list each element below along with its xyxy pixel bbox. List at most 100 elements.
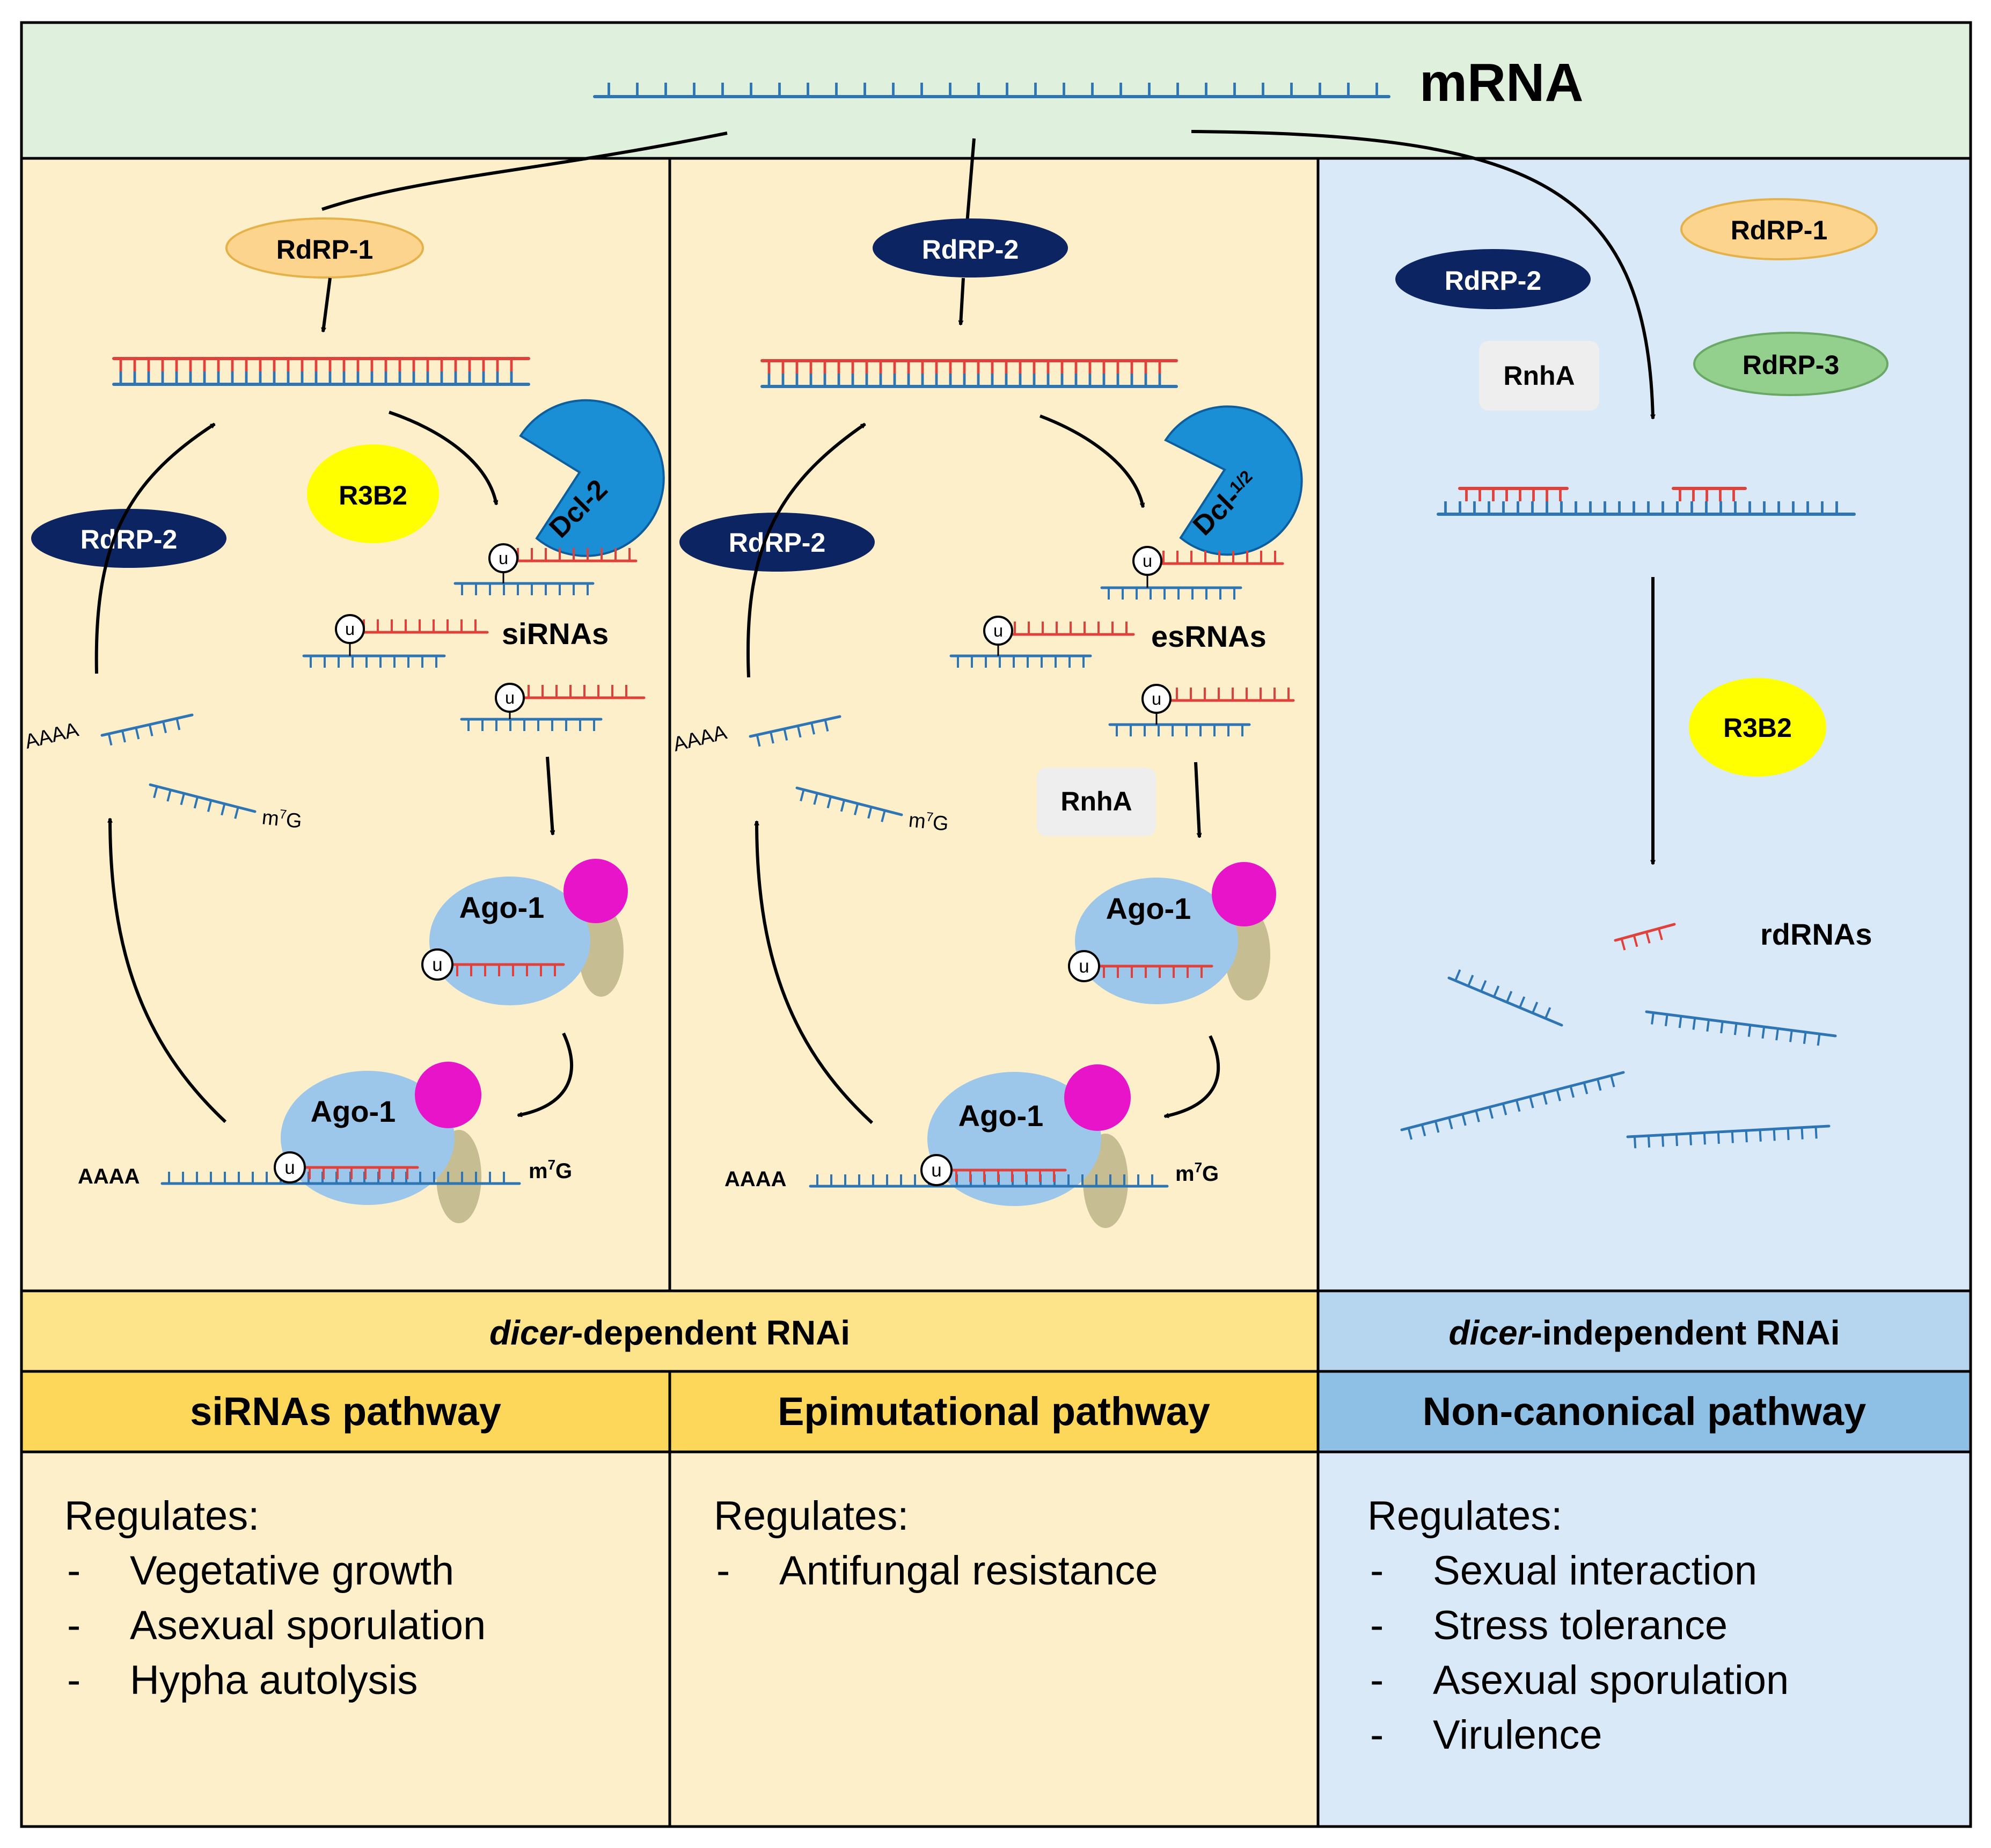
ago-body [429,876,590,1005]
rdrp2-side-label: RdRP-2 [729,528,826,558]
list-item: Stress tolerance [1433,1603,1728,1648]
epi-regulates-box [668,1450,1320,1828]
degraded-fragment [100,713,194,746]
list-bullet: - [1370,1712,1384,1758]
sirna-diagram: RdRP-1 Dcl-2 R3B2 RdRP-2 u u u siRNAs Ag… [23,217,665,1223]
rdrnas-label: rdRNAs [1760,917,1872,951]
regulates-intro: Regulates: [64,1493,259,1539]
arrow-target-to-fragments [110,819,227,1123]
rdrp2-side-enzyme [679,513,875,572]
arrow-rdrp1-down [323,277,332,332]
rdrp3-enzyme [1693,332,1888,396]
arrow-esrna-to-ago [1194,762,1199,837]
list-bullet: - [716,1548,730,1594]
target-mrna: u [160,1151,521,1185]
r3b2-label: R3B2 [339,480,407,510]
ago1-loaded-label: Ago-1 [459,890,545,924]
rdrp2-label: RdRP-2 [1445,266,1542,296]
svg-text:u: u [931,1160,941,1181]
mrna-strand [593,83,1390,98]
degraded-fragment [1400,1071,1625,1140]
ago1-target-label: Ago-1 [958,1099,1044,1133]
arrow-to-dicer [1039,414,1143,507]
svg-text:u: u [284,1157,295,1178]
rnha-label: RnhA [1060,786,1132,816]
list-item: Virulence [1433,1712,1602,1758]
degraded-fragment [749,715,841,747]
noncanon-regulates-box [1316,1450,1972,1828]
ago-tan-domain [579,905,624,997]
rdrp2-enzyme [1395,249,1591,309]
target-poly-a: AAAA [78,1165,140,1188]
svg-text:u: u [1152,689,1161,708]
ago1-target-complex: Ago-1 u [160,1062,521,1223]
degraded-fragment [149,783,257,819]
target-mrna: u [809,1154,1169,1188]
epi-pathway-title: Epimutational pathway [778,1389,1210,1434]
fragment-cap: m7G [907,808,950,836]
rdrp1-enzyme [225,217,424,279]
sirna-regulates-box [20,1450,671,1828]
ago-magenta-domain [563,859,628,923]
rdrp3-label: RdRP-3 [1743,350,1840,380]
arrow-target-to-fragments [757,821,874,1124]
arrow-mrna-to-sirna [321,132,728,211]
list-item: Antifungal resistance [779,1548,1158,1594]
svg-text:u: u [505,688,515,707]
list-bullet: - [1370,1603,1384,1648]
dsrna-duplex [760,359,1178,388]
sirnas-label: siRNAs [502,617,609,651]
guide-rna: u [421,948,565,981]
svg-text:u: u [1079,956,1089,977]
list-bullet: - [1370,1548,1384,1594]
arrow-ago-to-target [518,1032,573,1115]
svg-text:u: u [345,619,355,639]
ago1-loaded-complex: Ago-1 u [1068,862,1276,1004]
list-bullet: - [67,1548,80,1594]
rdrp1-label: RdRP-1 [1731,215,1828,245]
list-item: Sexual interaction [1433,1548,1757,1594]
sirna-duplex: u [453,543,638,595]
degraded-fragment [1447,969,1563,1027]
mrna-with-rdrna [1437,487,1856,516]
rdrp2-label: RdRP-2 [80,524,178,554]
svg-text:u: u [499,549,508,568]
sirna-duplex: u [460,683,646,731]
svg-text:u: u [993,621,1003,640]
list-bullet: - [67,1603,80,1648]
degraded-fragment [1645,1010,1837,1046]
sirna-duplex: u [302,614,489,668]
dsrna-duplex [112,357,530,386]
ago1-loaded-label: Ago-1 [1106,892,1191,925]
degraded-fragment [1626,1124,1831,1149]
ago1-loaded-complex: Ago-1 u [421,859,628,1005]
arrow-mrna-to-noncanon [1191,130,1653,419]
list-item: Hypha autolysis [130,1657,418,1703]
rnha-box [1479,341,1599,411]
noncanon-diagram: RdRP-1 RdRP-2 RnhA RdRP-3 R3B2 rdRNAs [1395,198,1888,1149]
dicer-independent-title: dicer-independent RNAi [1449,1313,1840,1352]
arrow-fragments-to-dsrna [746,422,865,678]
rdrp2-enzyme [31,509,226,568]
esrna-duplex: u [1100,546,1284,600]
degraded-fragment [795,786,903,822]
esrna-duplex: u [1108,684,1295,736]
mrna-label: mRNA [1419,53,1584,113]
mrna-band [20,21,1972,160]
ago-body [1075,878,1238,1004]
esrna-duplex: u [949,616,1135,668]
rnha-label: RnhA [1503,361,1575,391]
rdrp1-enzyme [1680,198,1878,260]
list-bullet: - [1370,1657,1384,1703]
target-poly-a: AAAA [724,1167,787,1191]
arrow-rdrp2-down [961,277,965,325]
rdrp2-top-label: RdRP-2 [922,235,1019,265]
r3b2-protein [307,444,439,543]
regulates-intro: Regulates: [714,1493,909,1539]
regulates-intro: Regulates: [1367,1493,1562,1539]
noncanon-regulates-list: Regulates: - Sexual interaction - Stress tol… [1367,1493,1789,1758]
list-item: Asexual sporulation [1433,1657,1789,1703]
sirna-pathway-title: siRNAs pathway [190,1389,501,1434]
noncanon-pathway-header [1316,1370,1972,1453]
epi-diagram: RdRP-2 Dcl-1/2 RdRP-2 u u u esRNAs RnhA … [671,218,1303,1228]
